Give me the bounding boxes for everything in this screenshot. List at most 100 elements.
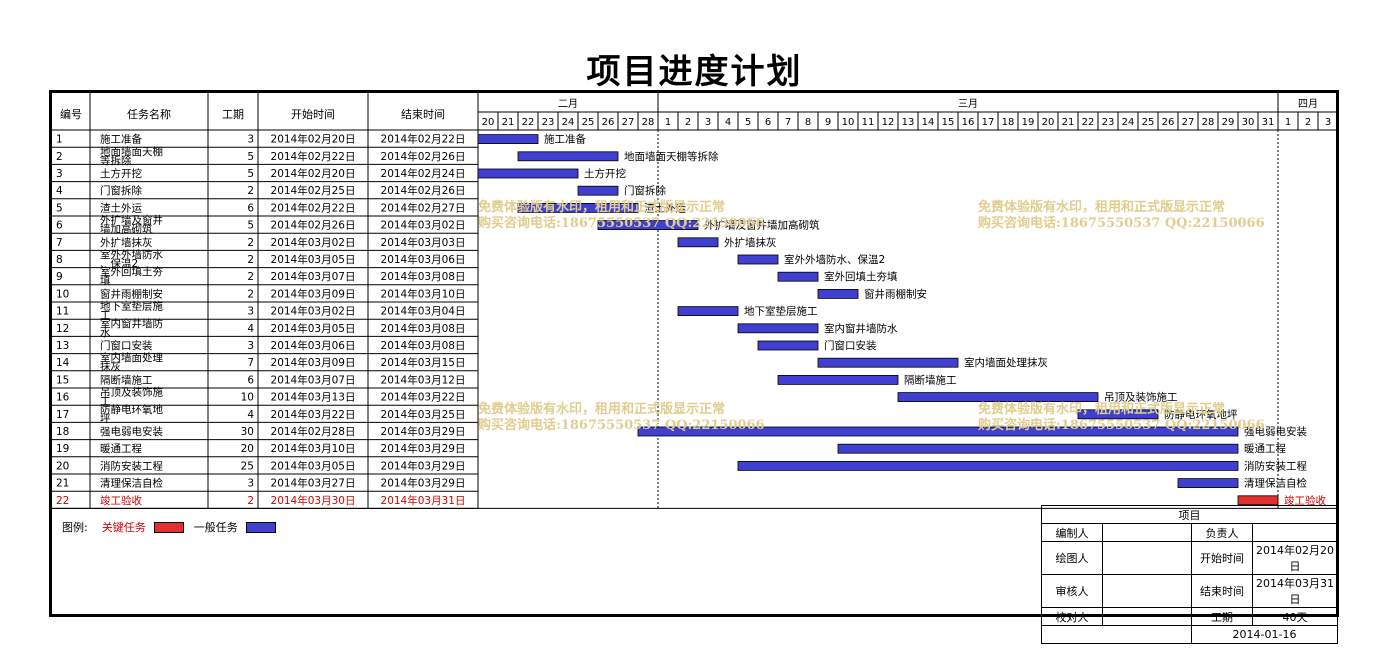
task-no: 13 <box>56 340 69 352</box>
task-end: 2014年03月12日 <box>381 373 466 386</box>
task-bar <box>597 220 699 230</box>
task-end: 2014年02月22日 <box>381 133 466 146</box>
task-name: 外扩墙及窗井 <box>100 214 163 227</box>
task-end: 2014年02月24日 <box>381 167 466 180</box>
task-no: 14 <box>56 357 70 369</box>
task-bar-label: 防静电环氧地坪 <box>1164 408 1238 421</box>
task-no: 19 <box>56 443 69 455</box>
task-bar-label: 地面墙面天棚等拆除 <box>624 150 719 163</box>
task-no: 3 <box>56 168 63 180</box>
task-bar <box>777 374 899 385</box>
task-start: 2014年03月07日 <box>271 373 356 386</box>
task-bar <box>637 426 1239 437</box>
task-bar-label: 强电弱电安装 <box>1244 425 1307 438</box>
task-name: 地下室垫层施 <box>100 300 163 313</box>
task-start: 2014年03月09日 <box>271 356 356 369</box>
task-name: 室内墙面处理 <box>100 351 163 364</box>
day-label: 5 <box>745 117 751 128</box>
task-start: 2014年03月05日 <box>271 459 356 472</box>
info-drawer: 绘图人 <box>1041 541 1103 575</box>
task-start: 2014年02月25日 <box>271 184 356 197</box>
task-start: 2014年03月05日 <box>271 322 356 335</box>
day-label: 24 <box>562 117 575 128</box>
legend-critical-swatch <box>153 521 184 533</box>
task-name: 清理保洁自检 <box>100 477 163 490</box>
day-label: 3 <box>705 117 711 128</box>
task-duration: 3 <box>247 306 254 318</box>
info-dur-value: 40天 <box>1252 607 1338 626</box>
task-duration: 2 <box>247 495 254 507</box>
day-label: 1 <box>1285 117 1291 128</box>
header-name: 任务名称 <box>127 107 171 121</box>
task-bar-label: 吊顶及装饰施工 <box>1104 391 1178 404</box>
task-bar <box>817 357 959 368</box>
task-no: 15 <box>56 374 69 386</box>
month-label: 三月 <box>958 98 978 110</box>
day-label: 26 <box>1162 117 1175 128</box>
day-label: 2 <box>685 117 691 128</box>
task-bar-label: 门窗拆除 <box>624 184 666 197</box>
watermark: 免费体验版有水印，租用和正式版显示正常 购买咨询电话:18675550537 Q… <box>478 402 765 433</box>
day-label: 16 <box>962 117 975 128</box>
task-end: 2014年03月29日 <box>381 442 466 455</box>
task-name: 土方开挖 <box>100 167 142 180</box>
task-end: 2014年03月02日 <box>381 219 466 232</box>
day-label: 28 <box>642 117 655 128</box>
info-owner: 负责人 <box>1191 523 1253 542</box>
task-bar-label: 室外外墙防水、保温2 <box>784 253 885 266</box>
task-name: 室内窗井墙防 <box>100 317 163 330</box>
info-date: 2014-01-16 <box>1191 625 1338 644</box>
watermark: 免费体验版有水印，租用和正式版显示正常 购买咨询电话:18675550537 Q… <box>978 200 1265 231</box>
day-label: 25 <box>1142 117 1155 128</box>
info-start-value: 2014年02月20日 <box>1252 541 1338 575</box>
task-end: 2014年03月22日 <box>381 391 466 404</box>
task-end: 2014年02月26日 <box>381 150 466 163</box>
legend: 图例: 关键任务 一般任务 <box>62 519 286 535</box>
task-no: 17 <box>56 409 69 421</box>
task-start: 2014年03月10日 <box>271 442 356 455</box>
task-duration: 4 <box>247 323 254 335</box>
task-no: 10 <box>56 288 69 300</box>
task-name: 强电弱电安装 <box>100 425 163 438</box>
watermark: 免费体验版有水印，租用和正式版显示正常 购买咨询电话:18675550537 Q… <box>478 200 765 231</box>
task-name: 消防安装工程 <box>100 459 163 472</box>
task-duration: 5 <box>247 220 254 232</box>
task-duration: 4 <box>247 409 254 421</box>
task-duration: 5 <box>247 168 254 180</box>
task-start: 2014年03月22日 <box>271 408 356 421</box>
task-bar-label: 窗井雨棚制安 <box>864 287 927 300</box>
day-label: 10 <box>842 117 855 128</box>
day-label: 25 <box>582 117 595 128</box>
task-bar-label: 施工准备 <box>544 133 586 146</box>
task-bar <box>1237 495 1279 506</box>
task-start: 2014年03月02日 <box>271 236 356 249</box>
day-label: 27 <box>622 117 635 128</box>
task-no: 21 <box>56 478 69 490</box>
task-duration: 3 <box>247 340 254 352</box>
day-label: 23 <box>1102 117 1115 128</box>
task-end: 2014年03月29日 <box>381 477 466 490</box>
task-no: 4 <box>56 185 63 197</box>
task-no: 7 <box>56 237 63 249</box>
task-bar <box>737 254 779 265</box>
task-no: 8 <box>56 254 63 266</box>
task-bar-label: 门窗口安装 <box>824 339 877 352</box>
task-bar <box>577 185 619 196</box>
task-bar-label: 室内窗井墙防水 <box>824 322 898 335</box>
task-duration: 2 <box>247 237 254 249</box>
day-label: 31 <box>1262 117 1275 128</box>
task-bar <box>477 134 539 144</box>
day-label: 21 <box>502 117 515 128</box>
day-label: 3 <box>1325 117 1331 128</box>
day-label: 8 <box>805 117 811 128</box>
header-dur: 工期 <box>222 108 244 121</box>
task-bar <box>1077 409 1159 420</box>
task-bar <box>897 392 1099 403</box>
task-bar-label: 隔断墙施工 <box>904 373 957 386</box>
task-end: 2014年03月25日 <box>381 408 466 421</box>
task-end: 2014年03月06日 <box>381 253 466 266</box>
day-label: 13 <box>902 117 915 128</box>
task-start: 2014年03月02日 <box>271 305 356 318</box>
task-name: 门窗口安装 <box>100 339 153 352</box>
